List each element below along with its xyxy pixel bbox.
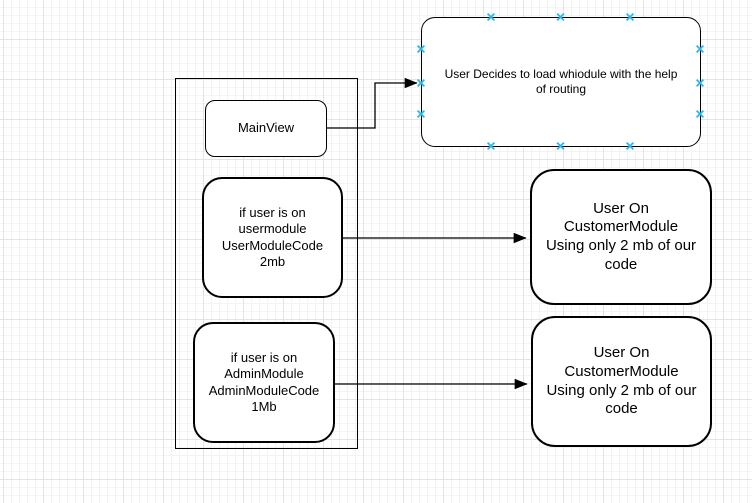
node-text-line: User On CustomerModule: [563, 199, 679, 236]
connection-point-icon[interactable]: [556, 141, 565, 151]
node-text-line: User On CustomerModule: [564, 344, 679, 380]
connection-point-icon[interactable]: [416, 109, 426, 119]
connection-point-icon[interactable]: [416, 44, 426, 54]
routing-note-node[interactable]: User Decides to load whiodule with the h…: [421, 17, 701, 147]
node-text-line: AdminModule: [224, 366, 304, 382]
node-text-line: Using only 2 mb of our code: [545, 237, 697, 273]
main-view-node[interactable]: MainView: [205, 100, 327, 157]
customer-module-bottom-label: User On CustomerModule Using only 2 mb o…: [533, 344, 710, 419]
user-module-node[interactable]: if user is on usermodule UserModuleCode …: [202, 177, 343, 298]
connection-point-icon[interactable]: [625, 12, 635, 22]
node-text-line: if user is on: [239, 205, 306, 220]
node-text-line: of routing: [535, 82, 587, 96]
connection-point-icon[interactable]: [695, 109, 705, 119]
admin-module-node[interactable]: if user is on AdminModule AdminModuleCod…: [193, 322, 335, 443]
node-text-line: 1Mb: [251, 398, 277, 414]
node-text-line: if user is on: [230, 350, 298, 365]
user-module-label: if user is on usermodule UserModuleCode …: [204, 205, 341, 270]
connection-point-icon[interactable]: [486, 141, 496, 151]
routing-note-label: User Decides to load whiodule with the h…: [422, 67, 700, 97]
customer-module-top-node[interactable]: User On CustomerModule Using only 2 mb o…: [530, 169, 712, 305]
node-text-line: 2mb: [259, 253, 286, 269]
node-text-line: UserModuleCode: [221, 237, 324, 253]
node-text-line: AdminModuleCode: [208, 382, 320, 398]
customer-module-top-label: User On CustomerModule Using only 2 mb o…: [532, 200, 710, 275]
admin-module-label: if user is on AdminModule AdminModuleCod…: [195, 350, 333, 415]
connection-point-icon[interactable]: [416, 78, 426, 88]
node-text-line: usermodule: [238, 221, 307, 237]
node-text-line: Using only 2 mb of our code: [546, 381, 697, 418]
connection-point-icon[interactable]: [556, 12, 565, 22]
connection-point-icon[interactable]: [695, 78, 705, 88]
module-group-rect[interactable]: [175, 78, 358, 449]
customer-module-bottom-node[interactable]: User On CustomerModule Using only 2 mb o…: [531, 316, 712, 447]
main-view-label: MainView: [237, 120, 295, 136]
connection-points: [416, 12, 705, 151]
connection-point-icon[interactable]: [486, 12, 496, 22]
edge-mainview-to-routing[interactable]: [327, 77, 418, 129]
node-text-line: User Decides to load whiodule with the h…: [444, 67, 678, 81]
connection-point-icon[interactable]: [625, 141, 635, 151]
connection-point-icon[interactable]: [695, 44, 705, 54]
